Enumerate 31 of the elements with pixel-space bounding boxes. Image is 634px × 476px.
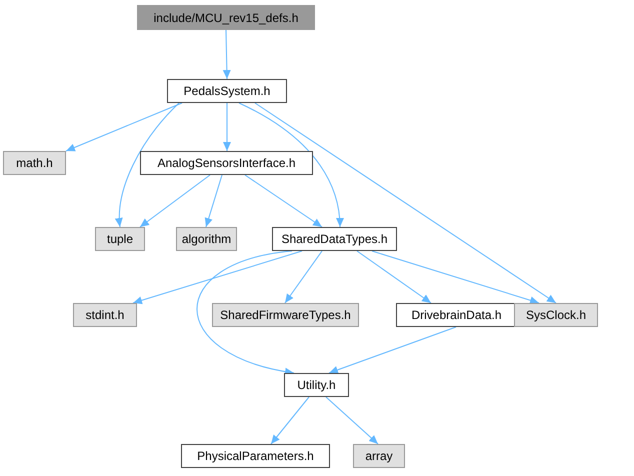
- arrow: [115, 102, 180, 228]
- arrow: [66, 102, 182, 152]
- arrow: [238, 102, 344, 228]
- file-box: SharedDataTypes.h: [272, 227, 397, 251]
- file-box: tuple: [95, 227, 145, 251]
- arrow: [244, 174, 322, 228]
- file-box: AnalogSensorsInterface.h: [140, 151, 313, 175]
- file-box: Utility.h: [284, 373, 349, 397]
- file-box: SharedFirmwareTypes.h: [212, 303, 359, 327]
- file-box: include/MCU_rev15_defs.h: [137, 5, 315, 30]
- arrow: [196, 250, 294, 376]
- arrow: [223, 102, 231, 152]
- arrow: [254, 102, 556, 304]
- file-box: algorithm: [176, 227, 237, 251]
- file-box: array: [353, 444, 405, 468]
- arrow: [284, 250, 322, 304]
- file-box: math.h: [3, 151, 66, 175]
- arrow: [132, 250, 302, 304]
- file-box: stdint.h: [73, 303, 137, 327]
- arrow: [326, 396, 378, 444]
- arrow: [372, 250, 540, 304]
- file-box: SysClock.h: [514, 303, 598, 327]
- arrow: [356, 250, 432, 304]
- file-box: DrivebrainData.h: [396, 303, 517, 327]
- arrow: [140, 174, 210, 228]
- arrow: [222, 30, 231, 80]
- arrow: [270, 396, 310, 444]
- arrow: [204, 174, 222, 228]
- arrow: [328, 326, 456, 374]
- file-box: PhysicalParameters.h: [181, 444, 330, 468]
- file-box: PedalsSystem.h: [167, 79, 287, 103]
